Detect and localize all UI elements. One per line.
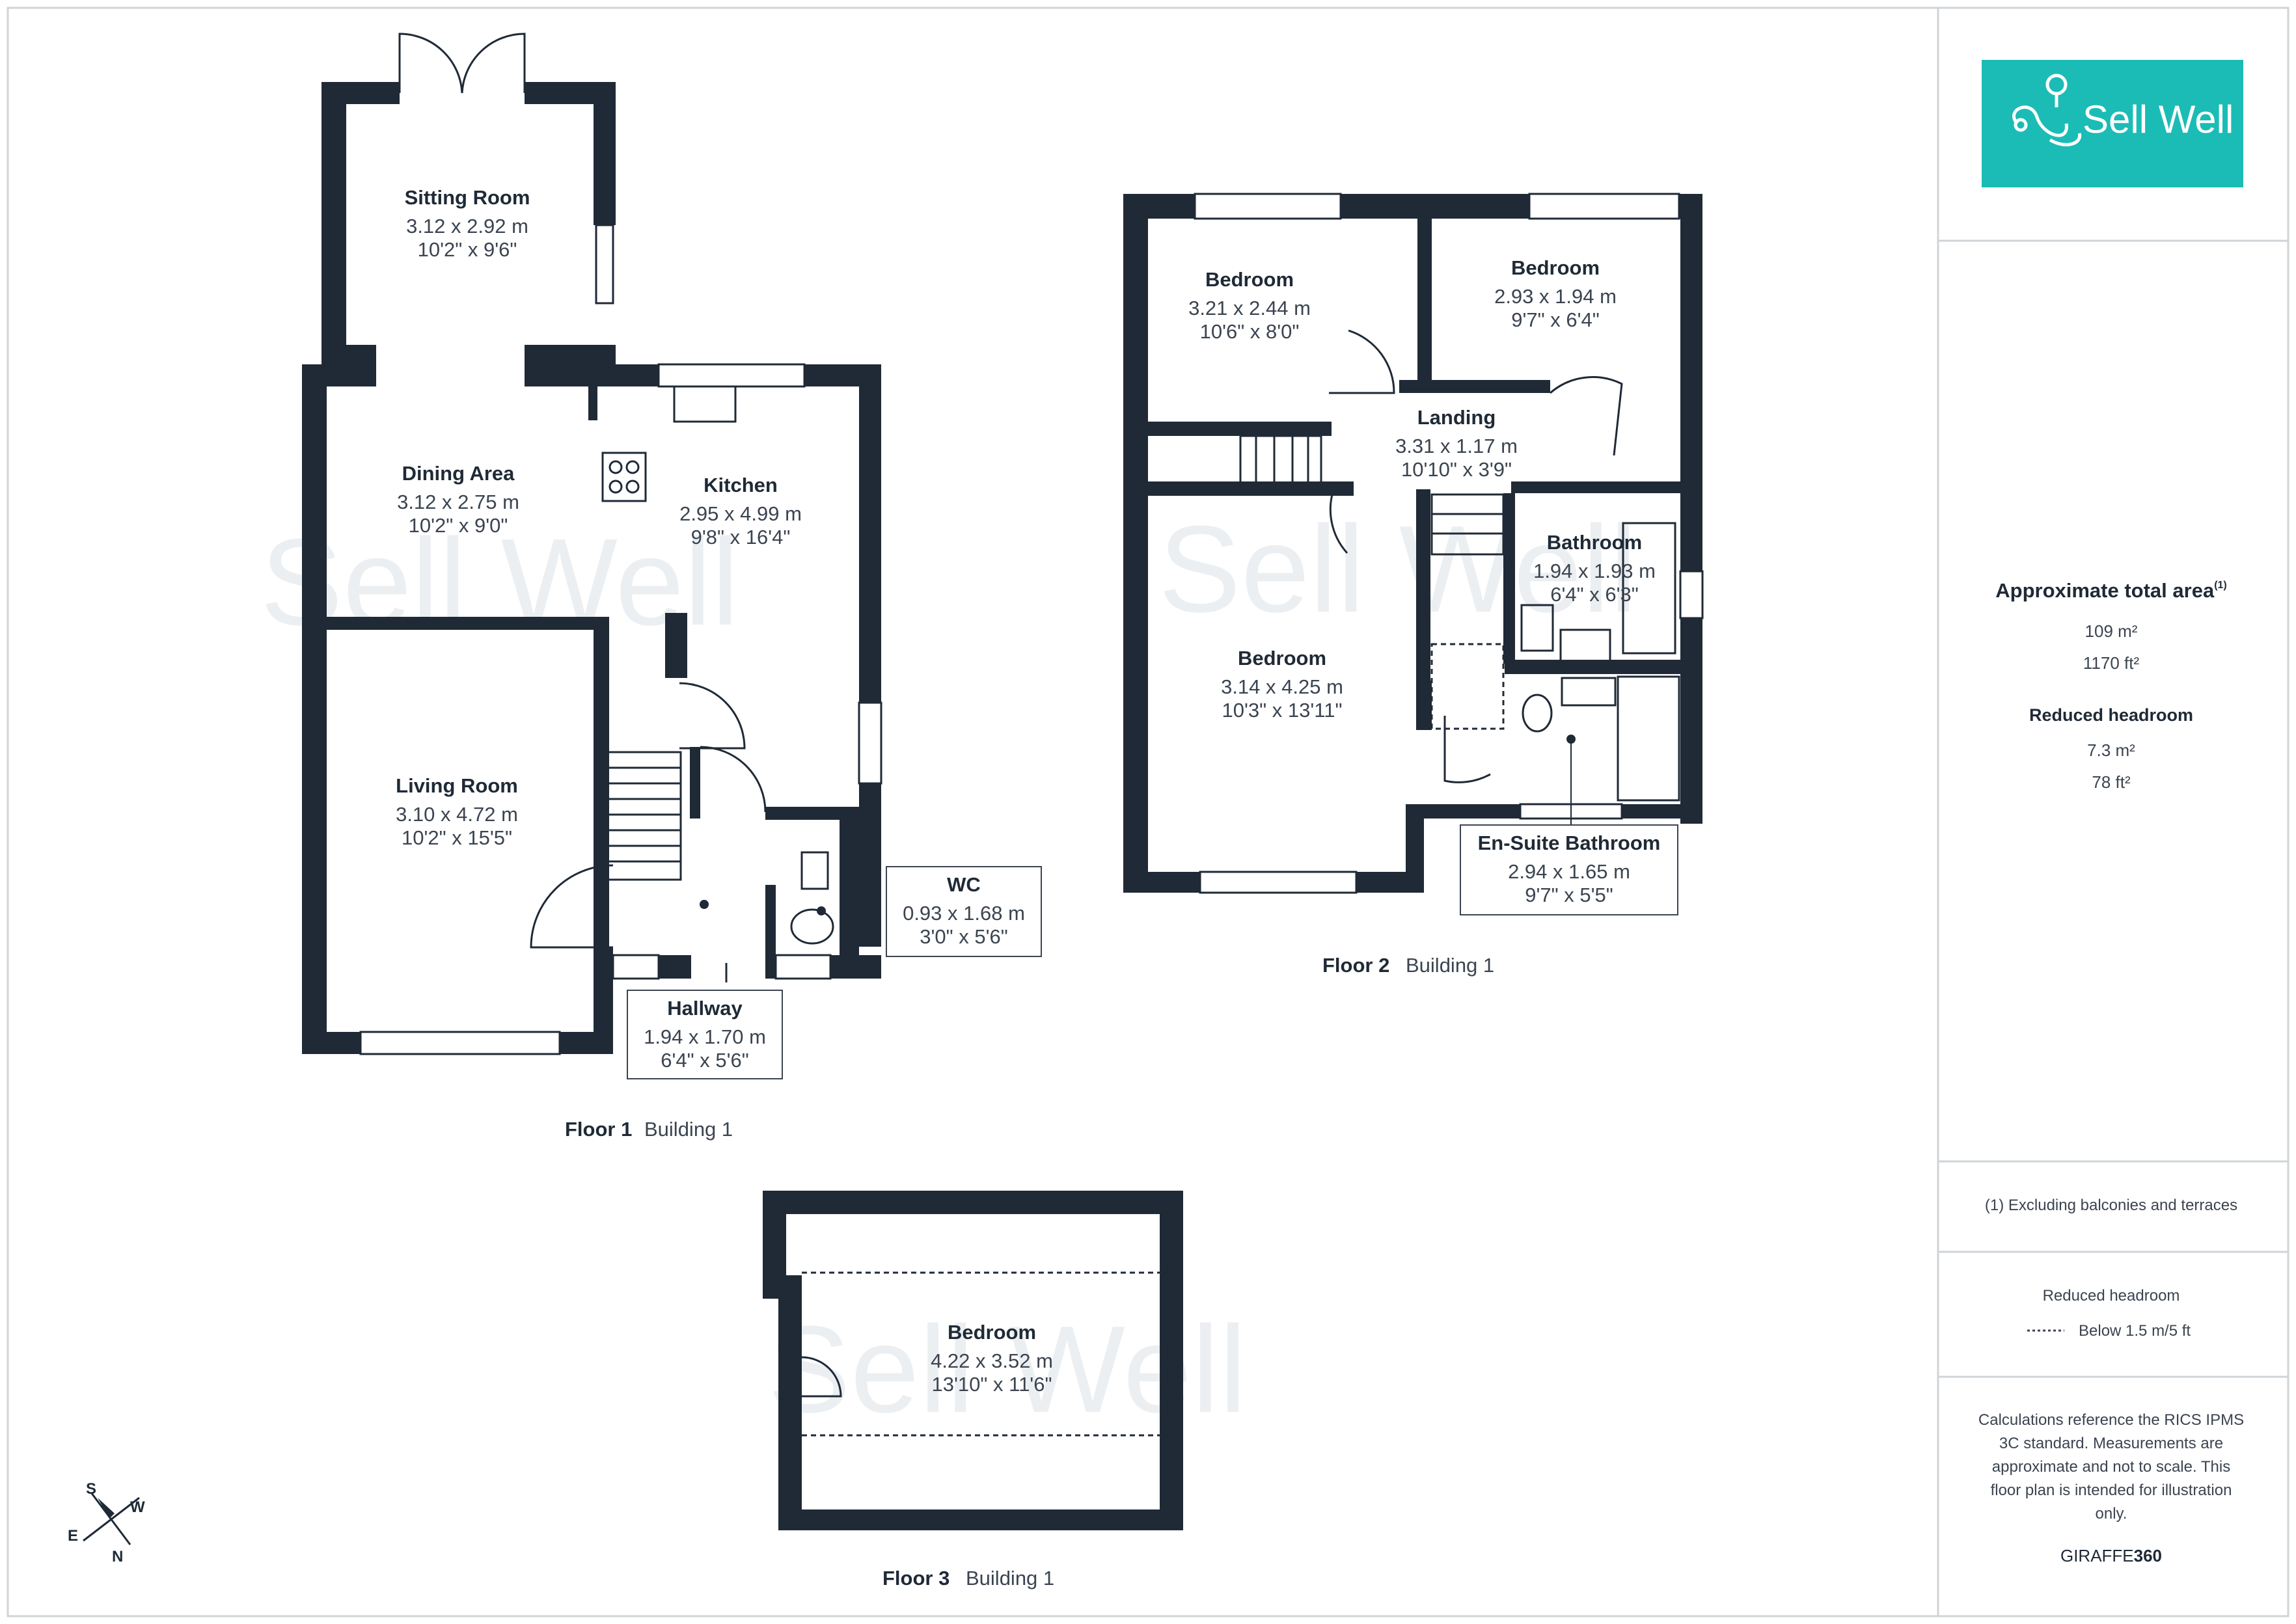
page-border (7, 7, 2289, 1617)
bedroom-b-imperial: 9'7" x 6'4" (1511, 308, 1600, 331)
ensuite-metric: 2.94 x 1.65 m (1508, 860, 1630, 883)
dining-area-metric: 3.12 x 2.75 m (397, 491, 519, 513)
landing-metric: 3.31 x 1.17 m (1395, 435, 1518, 457)
disclaimer-1: Calculations reference the RICS IPMS (1978, 1411, 2244, 1429)
brand-name: Sell Well (2083, 98, 2234, 141)
floor-3-walls (763, 1191, 1183, 1530)
hallway-label-box (627, 990, 783, 1079)
wc-label-box (886, 866, 1042, 957)
dining-area-name: Dining Area (402, 462, 515, 485)
floor-2-fixtures (1239, 329, 1680, 802)
bedroom-c-metric: 3.14 x 4.25 m (1221, 675, 1343, 698)
bathroom-metric: 1.94 x 1.93 m (1533, 560, 1656, 582)
floor-3-label: Floor 3 (882, 1567, 950, 1590)
ensuite-label-box (1460, 824, 1678, 915)
reduced-headroom-lines (802, 1271, 1160, 1437)
credit: GIRAFFE360 (2060, 1546, 2162, 1565)
sitting-room-name: Sitting Room (405, 186, 530, 209)
floor-3-building: Building 1 (966, 1567, 1054, 1590)
floor-3: Bedroom 4.22 x 3.52 m 13'10" x 11'6" Flo… (763, 1191, 1183, 1590)
legend-item: Below 1.5 m/5 ft (2079, 1322, 2191, 1340)
floor-2-building: Building 1 (1406, 954, 1494, 977)
ensuite-imperial: 9'7" x 5'5" (1525, 884, 1613, 906)
floor-2-walls (1123, 194, 1702, 893)
wc-metric: 0.93 x 1.68 m (903, 902, 1025, 925)
sitting-room-imperial: 10'2" x 9'6" (418, 238, 517, 261)
compass-s: S (86, 1480, 96, 1498)
watermark-floor2: Sell Well (1158, 500, 1637, 638)
living-room-name: Living Room (396, 774, 518, 797)
disclaimer-2: 3C standard. Measurements are (1999, 1435, 2223, 1452)
reduced-ft2: 78 ft² (2092, 772, 2131, 792)
wc-name: WC (947, 873, 981, 896)
disclaimer-3: approximate and not to scale. This (1992, 1458, 2230, 1476)
floor-1-label: Floor 1 (565, 1118, 632, 1141)
hallway-name: Hallway (667, 997, 743, 1020)
compass-w: W (130, 1498, 145, 1516)
bedroom-d-metric: 4.22 x 3.52 m (931, 1349, 1053, 1372)
bedroom-a-metric: 3.21 x 2.44 m (1188, 297, 1311, 319)
hallway-imperial: 6'4" x 5'6" (661, 1049, 749, 1072)
wc-imperial: 3'0" x 5'6" (920, 925, 1008, 948)
bathroom-imperial: 6'4" x 6'3" (1550, 583, 1639, 606)
area-ft2: 1170 ft² (2083, 653, 2140, 673)
brand-logo: Sell Well (1982, 60, 2243, 187)
bedroom-a-imperial: 10'6" x 8'0" (1200, 320, 1300, 343)
disclaimer-4: floor plan is intended for illustration (1991, 1482, 2232, 1499)
bathroom-name: Bathroom (1547, 531, 1642, 554)
bedroom-c-name: Bedroom (1238, 647, 1326, 670)
living-room-imperial: 10'2" x 15'5" (402, 826, 512, 849)
floor-1: Sitting Room 3.12 x 2.92 m 10'2" x 9'6" … (302, 33, 1042, 1141)
reduced-title: Reduced headroom (2029, 705, 2193, 725)
bedroom-c-imperial: 10'3" x 13'11" (1222, 699, 1343, 722)
floor-1-walls (302, 82, 881, 1054)
landing-name: Landing (1417, 406, 1496, 429)
kitchen-metric: 2.95 x 4.99 m (679, 502, 802, 525)
bedroom-b-name: Bedroom (1511, 256, 1600, 279)
compass-e: E (68, 1527, 78, 1545)
footnote: (1) Excluding balconies and terraces (1985, 1197, 2237, 1214)
living-room-metric: 3.10 x 4.72 m (396, 803, 518, 826)
bedroom-a-name: Bedroom (1205, 268, 1294, 291)
french-doors (398, 33, 526, 94)
floor-1-building: Building 1 (644, 1118, 733, 1141)
floor-1-doors (530, 385, 834, 982)
floor-3-door (801, 1356, 842, 1398)
floor-1-windows (359, 224, 882, 1055)
ensuite-name: En-Suite Bathroom (1478, 832, 1661, 854)
bedroom-b-metric: 2.93 x 1.94 m (1494, 285, 1617, 308)
legend-title: Reduced headroom (2043, 1287, 2180, 1305)
reduced-m2: 7.3 m² (2087, 740, 2135, 760)
compass-n: N (112, 1548, 123, 1565)
kitchen-imperial: 9'8" x 16'4" (691, 526, 791, 548)
disclaimer-5: only. (2096, 1505, 2127, 1522)
floor-2-windows (1194, 193, 1704, 894)
bedroom-d-imperial: 13'10" x 11'6" (932, 1373, 1052, 1396)
compass: S W E N (68, 1480, 145, 1565)
hallway-metric: 1.94 x 1.70 m (644, 1025, 766, 1048)
dining-area-imperial: 10'2" x 9'0" (409, 514, 508, 537)
area-title: Approximate total area(1) (1995, 579, 2227, 602)
sidebar: Sell Well Approximate total area(1) 109 … (1937, 8, 2288, 1616)
floor-2-label: Floor 2 (1322, 954, 1389, 977)
area-m2: 109 m² (2085, 621, 2138, 641)
landing-imperial: 10'10" x 3'9" (1401, 458, 1512, 481)
floor-2: Bedroom 3.21 x 2.44 m 10'6" x 8'0" Bedro… (1123, 193, 1704, 977)
kitchen-name: Kitchen (704, 474, 778, 496)
bedroom-d-name: Bedroom (948, 1321, 1036, 1344)
sitting-room-metric: 3.12 x 2.92 m (406, 215, 528, 237)
